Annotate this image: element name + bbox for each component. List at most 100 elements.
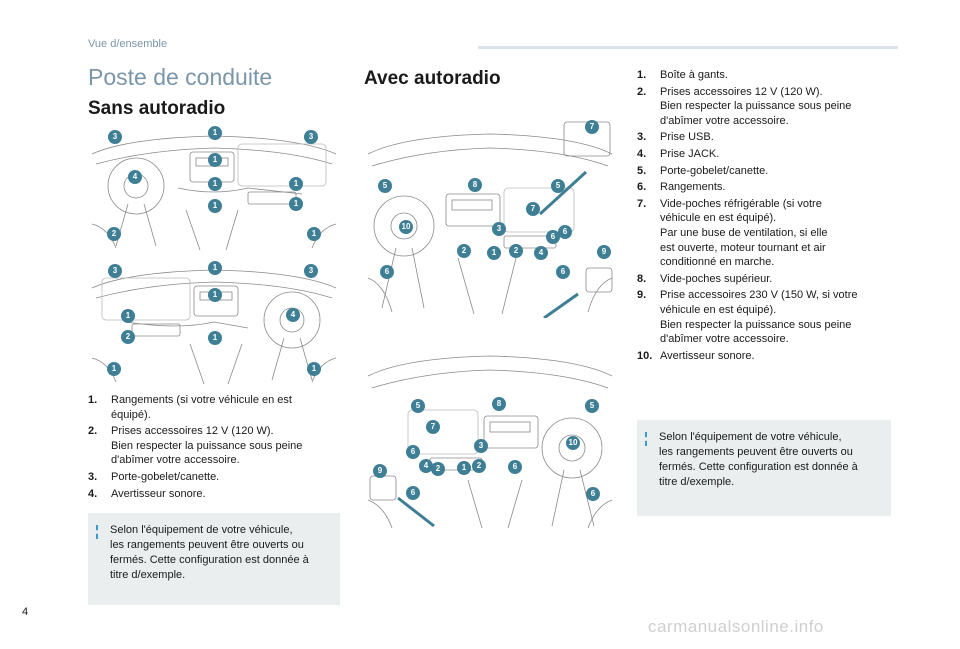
list-item: 1. Rangements (si votre véhicule en est é… <box>88 393 338 422</box>
callout-badge: 1 <box>307 362 321 376</box>
list-item: 5.Porte-gobelet/canette. <box>637 164 897 179</box>
callout-badge: 3 <box>108 264 122 278</box>
callout-badge: 6 <box>556 265 570 279</box>
item-text: Rangements (si votre véhicule en est équ… <box>111 394 292 421</box>
dashboard-illustration <box>367 121 613 318</box>
list-item: 7. Vide-poches réfrigérable (si votre véh… <box>637 197 897 270</box>
item-number: 3. <box>637 131 647 144</box>
callout-badge: 3 <box>108 130 122 144</box>
item-text: Avertisseur sonore. <box>660 349 755 362</box>
callout-badge: 3 <box>492 222 506 236</box>
item-text: Prise USB. <box>660 131 714 144</box>
callout-badge: 2 <box>121 330 135 344</box>
callout-badge: 4 <box>286 308 300 322</box>
callout-badge: 2 <box>457 244 471 258</box>
list-item: 2. Prises accessoires 12 V (120 W). Bien … <box>88 424 338 468</box>
note-box-sans: Selon l'équipement de votre véhicule, le… <box>88 513 340 605</box>
item-text: Prises accessoires 12 V (120 W). Bien re… <box>111 425 303 467</box>
callout-badge: 5 <box>585 399 599 413</box>
callout-badge: 2 <box>431 462 445 476</box>
item-text: Prise accessoires 230 V (150 W, si votre… <box>660 289 858 346</box>
heading-sans-autoradio: Sans autoradio <box>88 98 226 119</box>
item-number: 1. <box>88 394 98 406</box>
note-marker <box>96 525 103 539</box>
list-item: 2. Prises accessoires 12 V (120 W). Bien … <box>637 85 897 129</box>
callout-badge: 2 <box>107 227 121 241</box>
item-number: 4. <box>88 487 98 500</box>
item-number: 2. <box>637 85 647 98</box>
heading-avec-autoradio: Avec autoradio <box>364 68 501 89</box>
callout-badge: 6 <box>406 486 420 500</box>
list-item: 9. Prise accessoires 230 V (150 W, si vot… <box>637 288 897 346</box>
callout-badge: 1 <box>289 177 303 191</box>
sans-autoradio-list: 1. Rangements (si votre véhicule en est é… <box>88 393 338 503</box>
callout-badge: 7 <box>426 420 440 434</box>
callout-badge: 1 <box>457 461 471 475</box>
callout-badge: 1 <box>208 126 222 140</box>
callout-badge: 1 <box>208 153 222 167</box>
item-text: Porte-gobelet/canette. <box>660 164 769 177</box>
item-text: Prise JACK. <box>660 147 720 160</box>
callout-badge: 6 <box>558 225 572 239</box>
callout-badge: 10 <box>399 220 413 234</box>
item-text: Porte-gobelet/canette. <box>111 470 220 483</box>
item-number: 2. <box>88 425 98 438</box>
section-header: Vue d/ensemble <box>88 38 168 50</box>
callout-badge: 1 <box>289 197 303 211</box>
callout-badge: 1 <box>107 362 121 376</box>
item-number: 3. <box>88 470 98 483</box>
item-number: 7. <box>637 197 647 210</box>
note-text: Selon l'équipement de votre véhicule, le… <box>110 524 309 581</box>
dashboard-diagram-avec-top <box>364 108 616 318</box>
dashboard-illustration <box>367 355 613 529</box>
page-number: 4 <box>22 606 29 618</box>
note-box-avec: Selon l'équipement de votre véhicule, le… <box>637 420 891 516</box>
list-item: 3. Prise USB. <box>637 130 897 145</box>
callout-badge: 6 <box>508 460 522 474</box>
item-number: 8. <box>637 272 647 285</box>
dashboard-diagram-avec-bottom <box>364 330 616 530</box>
callout-badge: 5 <box>378 179 392 193</box>
callout-badge: 4 <box>128 170 142 184</box>
callout-badge: 2 <box>472 459 486 473</box>
callout-badge: 10 <box>566 436 580 450</box>
callout-badge: 7 <box>585 120 599 134</box>
callout-badge: 1 <box>487 246 501 260</box>
item-number: 4. <box>637 147 647 160</box>
callout-badge: 4 <box>419 459 433 473</box>
list-item: 4. Prise JACK. <box>637 147 897 162</box>
callout-badge: 4 <box>534 246 548 260</box>
callout-badge: 3 <box>304 264 318 278</box>
dashboard-illustration <box>91 269 337 385</box>
item-text: Boîte à gants. <box>660 69 728 81</box>
note-text: Selon l'équipement de votre véhicule, le… <box>659 431 858 488</box>
callout-badge: 8 <box>468 178 482 192</box>
callout-badge: 6 <box>586 487 600 501</box>
callout-badge: 1 <box>208 261 222 275</box>
callout-badge: 6 <box>546 230 560 244</box>
callout-badge: 1 <box>121 309 135 323</box>
callout-badge: 9 <box>597 245 611 259</box>
item-text: Vide-poches réfrigérable (si votre véhic… <box>660 197 828 269</box>
list-item: 6.Rangements. <box>637 180 897 195</box>
watermark: carmanualsonline.info <box>648 617 824 636</box>
callout-badge: 5 <box>411 399 425 413</box>
callout-badge: 1 <box>307 227 321 241</box>
header-rule <box>478 46 898 49</box>
item-number: 9. <box>637 289 647 302</box>
item-text: Vide-poches supérieur. <box>660 272 773 285</box>
callout-badge: 9 <box>373 464 387 478</box>
dashboard-illustration <box>91 135 337 251</box>
list-item: 8. Vide-poches supérieur. <box>637 272 897 287</box>
list-item: 3. Porte-gobelet/canette. <box>88 470 338 485</box>
callout-badge: 1 <box>208 288 222 302</box>
callout-badge: 6 <box>406 445 420 459</box>
avec-autoradio-list: 1. Boîte à gants. 2. Prises accessoires 12… <box>637 68 897 365</box>
list-item: 1. Boîte à gants. <box>637 68 897 83</box>
item-text: Prises accessoires 12 V (120 W). Bien re… <box>660 85 852 127</box>
item-number: 1. <box>637 69 647 81</box>
callout-badge: 6 <box>380 265 394 279</box>
item-text: Avertisseur sonore. <box>111 487 206 500</box>
callout-badge: 3 <box>304 130 318 144</box>
list-item: 4. Avertisseur sonore. <box>88 487 338 502</box>
